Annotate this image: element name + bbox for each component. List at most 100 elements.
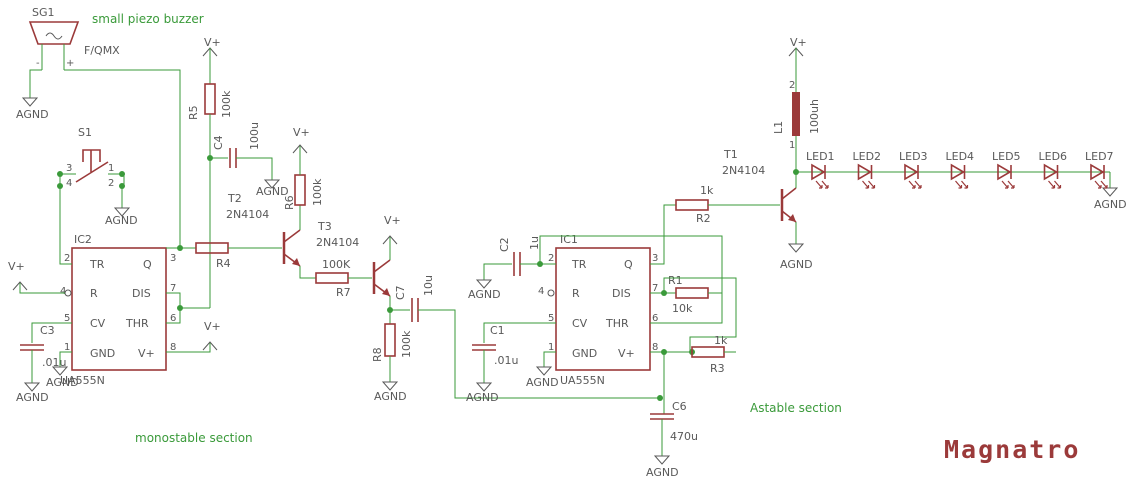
svg-text:2: 2 bbox=[108, 178, 114, 189]
svg-text:100k: 100k bbox=[311, 178, 324, 206]
svg-text:AGND: AGND bbox=[468, 288, 501, 301]
svg-text:V+: V+ bbox=[138, 347, 155, 360]
svg-text:R: R bbox=[90, 287, 98, 300]
agnd-symbol-r8: AGND bbox=[374, 381, 407, 403]
svg-text:100k: 100k bbox=[400, 330, 413, 358]
svg-text:S1: S1 bbox=[78, 126, 92, 139]
agnd-symbol-c2: AGND bbox=[468, 279, 501, 301]
ic2-555: IC2 UA555N TR Q R DIS CV THR GND V+ 2 4 … bbox=[60, 233, 176, 387]
svg-text:6: 6 bbox=[170, 313, 176, 324]
svg-text:3: 3 bbox=[170, 253, 176, 264]
svg-text:4: 4 bbox=[66, 178, 72, 189]
svg-text:C1: C1 bbox=[490, 324, 505, 337]
astable-note: Astable section bbox=[750, 401, 842, 415]
svg-text:100K: 100K bbox=[322, 258, 351, 271]
led-label: LED2 bbox=[853, 150, 882, 163]
svg-text:1: 1 bbox=[548, 342, 554, 353]
svg-text:AGND: AGND bbox=[646, 466, 679, 479]
svg-text:C6: C6 bbox=[672, 400, 687, 413]
svg-text:THR: THR bbox=[605, 317, 629, 330]
svg-text:1u: 1u bbox=[528, 236, 541, 250]
svg-text:2: 2 bbox=[64, 253, 70, 264]
agnd-symbol-c3: AGND bbox=[16, 382, 49, 404]
vplus-l1: V+ bbox=[788, 36, 807, 57]
vplus-r6: V+ bbox=[292, 126, 310, 154]
buzzer-note: small piezo buzzer bbox=[92, 12, 204, 26]
svg-text:V+: V+ bbox=[204, 320, 221, 333]
svg-text:AGND: AGND bbox=[46, 376, 79, 389]
svg-text:2: 2 bbox=[548, 253, 554, 264]
resistor-r4: R4 bbox=[195, 242, 231, 270]
svg-text:8: 8 bbox=[170, 342, 176, 353]
switch-s1: S1 3 4 1 2 bbox=[59, 126, 125, 189]
svg-text:AGND: AGND bbox=[466, 391, 499, 404]
svg-text:AGND: AGND bbox=[256, 185, 289, 198]
resistor-r5: R5 100k bbox=[187, 83, 233, 120]
svg-text:AGND: AGND bbox=[374, 390, 407, 403]
svg-text:V+: V+ bbox=[8, 260, 25, 273]
svg-text:1: 1 bbox=[64, 342, 70, 353]
svg-text:C7: C7 bbox=[394, 285, 407, 300]
svg-text:UA555N: UA555N bbox=[60, 374, 105, 387]
svg-text:3: 3 bbox=[66, 163, 72, 174]
svg-text:7: 7 bbox=[652, 283, 658, 294]
resistor-r3: 1k R3 bbox=[691, 334, 728, 375]
led-6: LED6 bbox=[1039, 150, 1068, 189]
capacitor-c6: C6 470u bbox=[650, 400, 698, 443]
svg-text:3: 3 bbox=[652, 253, 658, 264]
svg-text:V+: V+ bbox=[384, 214, 401, 227]
svg-text:1k: 1k bbox=[714, 334, 728, 347]
svg-text:CV: CV bbox=[90, 317, 106, 330]
svg-text:T3: T3 bbox=[317, 220, 332, 233]
svg-text:100u: 100u bbox=[248, 122, 261, 150]
agnd-symbol-c1: AGND bbox=[466, 382, 499, 404]
led-2: LED2 bbox=[853, 150, 882, 189]
resistor-r2: 1k R2 bbox=[675, 184, 714, 225]
svg-text:AGND: AGND bbox=[16, 391, 49, 404]
sg1-plus: + bbox=[66, 58, 74, 69]
svg-text:R1: R1 bbox=[668, 274, 683, 287]
agnd-symbol-ic1: AGND bbox=[526, 366, 559, 389]
led-5: LED5 bbox=[992, 150, 1021, 189]
buzzer-sg1: SG1 F/QMX - + bbox=[28, 6, 120, 70]
svg-text:DIS: DIS bbox=[132, 287, 151, 300]
svg-text:R3: R3 bbox=[710, 362, 725, 375]
svg-text:Q: Q bbox=[143, 258, 152, 271]
vplus-ic2: V+ bbox=[202, 320, 221, 351]
led-label: LED1 bbox=[806, 150, 835, 163]
svg-text:IC1: IC1 bbox=[560, 233, 578, 246]
led-4: LED4 bbox=[946, 150, 974, 189]
svg-text:T1: T1 bbox=[723, 148, 738, 161]
sg1-minus: - bbox=[36, 58, 40, 69]
svg-text:2N4104: 2N4104 bbox=[316, 236, 359, 249]
vplus-t3: V+ bbox=[382, 214, 401, 245]
transistor-t1: T1 2N4104 bbox=[722, 148, 797, 223]
capacitor-c4: C4 100u bbox=[212, 122, 261, 168]
led-3: LED3 bbox=[899, 150, 928, 189]
led-label: LED7 bbox=[1085, 150, 1114, 163]
capacitor-c7: C7 10u bbox=[394, 275, 435, 322]
agnd-symbol-ic2: AGND bbox=[46, 366, 79, 389]
svg-text:DIS: DIS bbox=[612, 287, 631, 300]
capacitor-c3: C3 .01u bbox=[20, 324, 66, 369]
svg-text:.01u: .01u bbox=[494, 354, 518, 367]
magnatro-logo: Magnatro bbox=[944, 435, 1080, 464]
svg-text:2: 2 bbox=[789, 80, 795, 91]
svg-text:R2: R2 bbox=[696, 212, 711, 225]
svg-text:IC2: IC2 bbox=[74, 233, 92, 246]
svg-text:V+: V+ bbox=[293, 126, 310, 139]
svg-text:1k: 1k bbox=[700, 184, 714, 197]
svg-text:CV: CV bbox=[572, 317, 588, 330]
led-label: LED6 bbox=[1039, 150, 1068, 163]
svg-text:TR: TR bbox=[89, 258, 105, 271]
svg-text:7: 7 bbox=[170, 283, 176, 294]
svg-text:UA555N: UA555N bbox=[560, 374, 605, 387]
svg-text:R8: R8 bbox=[371, 347, 384, 362]
svg-text:R4: R4 bbox=[216, 257, 231, 270]
svg-text:THR: THR bbox=[125, 317, 149, 330]
svg-text:R7: R7 bbox=[336, 286, 351, 299]
agnd-symbol-sg1: AGND bbox=[16, 97, 49, 121]
svg-text:2N4104: 2N4104 bbox=[226, 208, 269, 221]
agnd-symbol-c6: AGND bbox=[646, 455, 679, 479]
